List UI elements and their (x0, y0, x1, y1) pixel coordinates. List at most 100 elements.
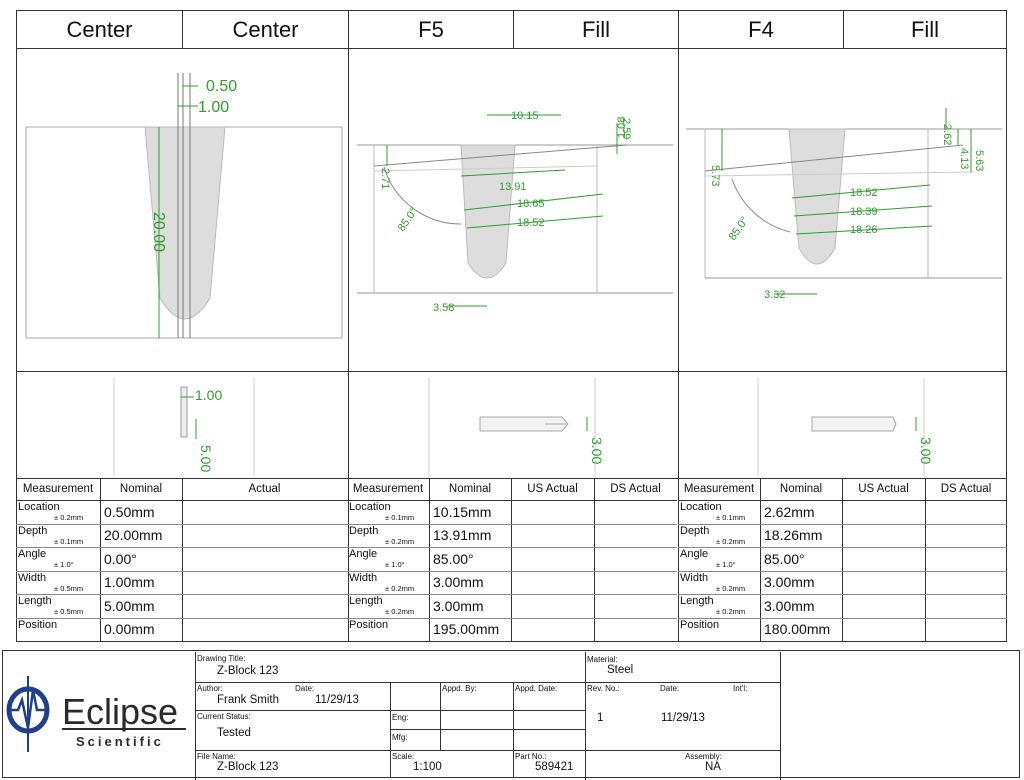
dimension-20.00: 20.00 (150, 212, 167, 252)
actual-value-cell[interactable] (925, 547, 1007, 571)
dimension-3.00: 3.00 (918, 437, 934, 464)
logo-word: Eclipse (62, 691, 178, 732)
actual-value-cell[interactable] (511, 618, 594, 642)
notch-profile (460, 144, 516, 279)
rev-date-value: 11/29/13 (661, 712, 705, 724)
beam-line (373, 165, 598, 172)
actual-value-cell[interactable] (925, 571, 1007, 595)
actual-value-cell[interactable] (182, 524, 347, 548)
table-column-divider (182, 478, 183, 641)
actual-value-cell[interactable] (182, 594, 347, 618)
f5-main-view: 10.15 2.59 1.08 2.71 13.91 18.65 18.52 8… (357, 110, 673, 314)
nominal-value: 13.91mm (433, 527, 492, 544)
actual-value-cell[interactable] (182, 571, 347, 595)
actual-value-cell[interactable] (182, 547, 347, 571)
panel-divider (348, 49, 349, 641)
actual-value-cell[interactable] (511, 500, 594, 524)
nominal-value: 3.00mm (433, 574, 484, 591)
measurement-name: Width (349, 571, 378, 584)
table-header: DS Actual (940, 483, 992, 495)
actual-value-cell[interactable] (182, 618, 347, 642)
title-grid-line (390, 729, 586, 730)
f4-side-view: 3.00 (757, 378, 934, 476)
part-no-label: Part No.: (515, 752, 547, 761)
nominal-value: 85.00° (433, 550, 474, 567)
measurement-tolerance: ± 0.1mm (716, 513, 746, 522)
actual-value-cell[interactable] (842, 500, 925, 524)
actual-value-cell[interactable] (511, 571, 594, 595)
title-grid-line (440, 682, 441, 750)
measurement-tolerance: ± 0.2mm (385, 583, 415, 593)
title-grid-line (195, 682, 781, 683)
actual-value-cell[interactable] (511, 594, 594, 618)
center-main-view: 0.50 1.00 20.00 (25, 73, 343, 339)
actual-value-cell[interactable] (842, 547, 925, 571)
status-label: Current Status: (197, 712, 251, 721)
notch-side (180, 386, 188, 438)
dimension-13.91: 13.91 (499, 181, 527, 193)
measurement-name: Depth (349, 524, 379, 537)
measurement-name: Width (18, 571, 47, 584)
view-title-f5-left: F5 (349, 11, 514, 49)
table-row-divider (678, 523, 1007, 525)
measurement-tolerance: ± 0.5mm (54, 607, 84, 616)
measurement-tolerance: ± 0.1mm (54, 536, 84, 546)
view-title-f4-left: F4 (679, 11, 844, 49)
measurement-name: Location (680, 501, 722, 513)
actual-value-cell[interactable] (182, 500, 347, 524)
dimension-2.59: 2.59 (620, 118, 632, 139)
actual-value-cell[interactable] (842, 618, 925, 642)
author-date-label: Date: (295, 684, 315, 693)
table-row-divider (16, 617, 347, 619)
nominal-value: 3.00mm (764, 574, 815, 591)
actual-value-cell[interactable] (511, 547, 594, 571)
measurement-name: Position (680, 618, 720, 631)
actual-value-cell[interactable] (925, 500, 1007, 524)
view-title-f5-right: Fill (514, 11, 679, 49)
table-header: DS Actual (610, 483, 661, 495)
actual-value-cell[interactable] (925, 594, 1007, 618)
dimension-4.13: 4.13 (958, 148, 970, 169)
f4-main-view: 2.62 4.13 5.63 5.73 18.52 18.39 18.26 85… (686, 108, 1002, 301)
actual-value-cell[interactable] (511, 524, 594, 548)
dimension-5.73: 5.73 (709, 165, 721, 186)
author-date-value: 11/29/13 (315, 694, 359, 706)
table-row-divider (16, 570, 347, 572)
title-grid-line (585, 652, 586, 780)
actual-value-cell[interactable] (925, 524, 1007, 548)
mfg-label: Mfg: (392, 733, 408, 742)
table-header: Measurement (352, 483, 424, 495)
actual-value-cell[interactable] (594, 618, 677, 642)
rev-date-label: Date: (660, 684, 680, 693)
table-header: Nominal (779, 483, 823, 495)
measurement-tolerance: ± 1.0° (54, 560, 74, 569)
actual-value-cell[interactable] (925, 618, 1007, 642)
table-row-divider (347, 523, 677, 525)
actual-value-cell[interactable] (594, 571, 677, 595)
nominal-value: 3.00mm (433, 597, 484, 614)
nominal-value: 20.00mm (104, 527, 163, 544)
actual-value-cell[interactable] (842, 524, 925, 548)
table-header: Measurement (22, 483, 94, 495)
rev-no-label: Rev. No.: (587, 684, 620, 693)
actual-value-cell[interactable] (594, 547, 677, 571)
dimension-line (791, 184, 931, 199)
dimension-2.71: 2.71 (379, 168, 391, 189)
actual-value-cell[interactable] (594, 594, 677, 618)
status-value: Tested (217, 727, 251, 739)
actual-value-cell[interactable] (594, 524, 677, 548)
measurement-tolerance: ± 0.2mm (716, 583, 746, 593)
actual-value-cell[interactable] (842, 571, 925, 595)
actual-value-cell[interactable] (842, 594, 925, 618)
angle-arc (383, 166, 462, 225)
dimension-3.58: 3.58 (433, 302, 454, 314)
dimension-line (460, 169, 566, 177)
dimension-line (463, 193, 604, 211)
appd-date-label: Appd. Date: (515, 684, 558, 693)
actual-value-cell[interactable] (594, 500, 677, 524)
title-block (2, 650, 1020, 778)
dimension-5.00: 5.00 (198, 445, 214, 472)
dimension-18.52: 18.52 (517, 217, 545, 229)
nominal-value: 3.00mm (764, 597, 815, 614)
author-label: Author: (197, 684, 223, 693)
